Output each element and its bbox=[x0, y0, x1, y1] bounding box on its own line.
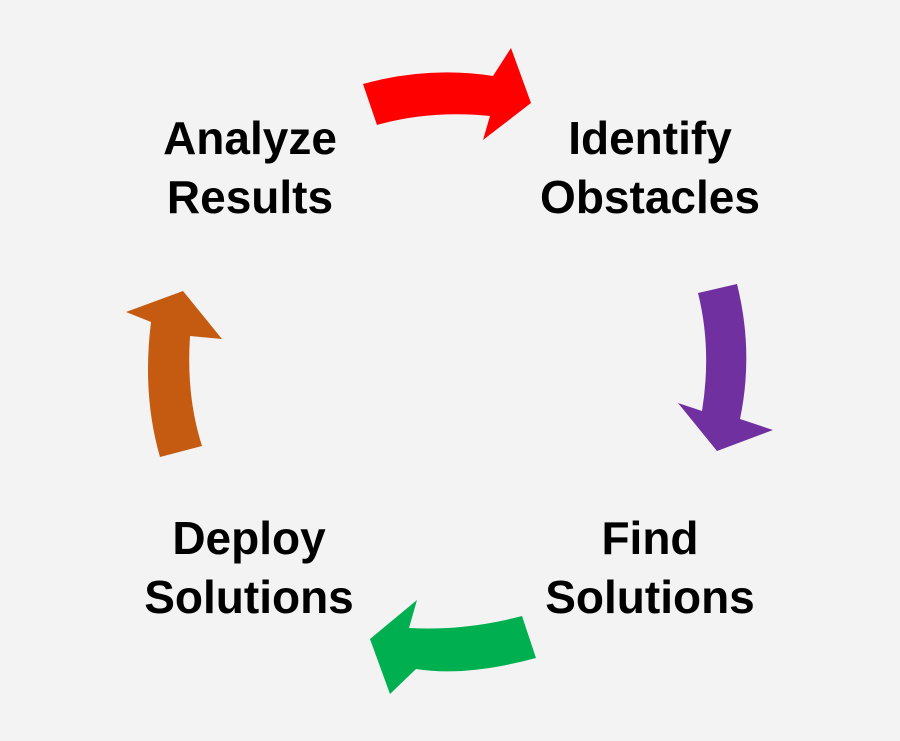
arrow-left-icon bbox=[370, 600, 536, 694]
step-find-line1: Find bbox=[601, 512, 699, 564]
step-deploy-line2: Solutions bbox=[144, 570, 354, 623]
step-analyze-line1: Analyze bbox=[163, 112, 337, 164]
step-identify-line1: Identify bbox=[568, 112, 732, 164]
arrow-down-icon bbox=[678, 284, 773, 451]
step-analyze-results: Analyze Results bbox=[130, 109, 370, 227]
step-analyze-line2: Results bbox=[166, 170, 334, 223]
step-identify-line2: Obstacles bbox=[540, 170, 760, 223]
arrow-up-icon bbox=[126, 291, 222, 457]
step-deploy-solutions: Deploy Solutions bbox=[124, 509, 374, 627]
step-deploy-line1: Deploy bbox=[172, 512, 326, 564]
step-identify-obstacles: Identify Obstacles bbox=[520, 109, 780, 227]
step-find-line2: Solutions bbox=[545, 570, 755, 623]
arrow-right-icon bbox=[363, 48, 531, 140]
step-find-solutions: Find Solutions bbox=[520, 509, 780, 627]
